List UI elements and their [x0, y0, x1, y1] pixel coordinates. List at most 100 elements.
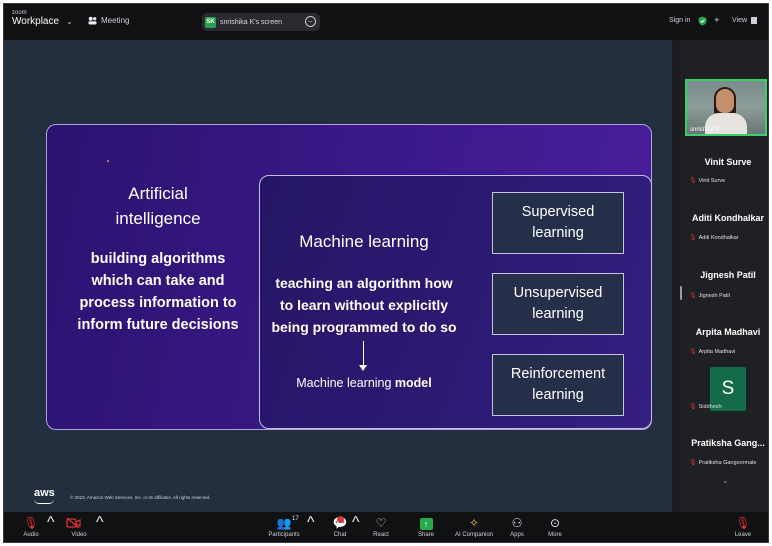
more-dots-icon: ⊙ [549, 516, 561, 530]
slide-copyright: © 2023, Amazon Web Services, Inc. or its… [70, 495, 211, 500]
ai-desc-line: which can take and [91, 273, 225, 289]
video-button[interactable]: Video [66, 514, 92, 538]
ai-title-line2: intelligence [115, 209, 201, 228]
share-label: Share [417, 532, 434, 538]
chat-button[interactable]: 💬 Chat [328, 514, 352, 538]
sparkle-icon: ✧ [468, 516, 480, 530]
ai-title-line1: Artificial [128, 184, 188, 203]
supervised-learning-box: Supervised learning [492, 192, 624, 254]
share-options-icon[interactable]: – [305, 16, 316, 27]
aws-smile-icon [34, 499, 54, 504]
mic-muted-icon: 🎙 [689, 460, 697, 466]
chat-notification-badge [337, 516, 344, 523]
participant-tag: 🎙Arpita Madhavi [689, 348, 736, 356]
participant-name[interactable]: Jignesh Patil [700, 270, 756, 280]
self-video-tile[interactable]: snrishika K [685, 79, 767, 136]
ai-desc-line: process information to [79, 295, 237, 311]
mic-muted-icon: 🎙 [23, 516, 39, 530]
sign-in-link[interactable]: Sign in [669, 17, 691, 24]
audio-label: Audio [23, 532, 39, 538]
audio-button[interactable]: 🎙 Audio [18, 514, 44, 538]
view-label: View [732, 17, 748, 24]
video-person-body [705, 113, 747, 134]
participant-tag: 🎙Jignesh Patil [689, 292, 730, 300]
scroll-down-chevron-icon[interactable]: ⌄ [722, 476, 729, 485]
panel-resize-handle[interactable] [680, 286, 682, 300]
participant-tag: 🎙Pratiksha Gangoormale [689, 459, 756, 467]
box-line: Unsupervised [513, 285, 603, 301]
leave-button[interactable]: 🎙 Leave [730, 514, 756, 538]
sharer-avatar: SK [205, 16, 216, 28]
box-line: Supervised [521, 204, 595, 220]
slide-ai-box: Artificial intelligence building algorit… [46, 124, 652, 430]
ai-description: building algorithms which can take and p… [67, 248, 249, 336]
participant-name[interactable]: Aditi Kondhalkar [691, 213, 764, 223]
ai-companion-label: AI Companion [454, 532, 494, 538]
video-options-caret-icon[interactable]: ^ [96, 514, 104, 531]
video-person-face [716, 89, 734, 113]
ai-title: Artificial intelligence [65, 181, 251, 231]
box-line: learning [532, 387, 584, 403]
participant-tag: 🎙Vinit Surve [689, 177, 726, 185]
participant-tag-text: Jignesh Patil [698, 292, 730, 299]
heart-icon: ♡ [375, 516, 387, 530]
share-button[interactable]: ↑ Share [412, 514, 440, 538]
shared-screen: Artificial intelligence building algorit… [4, 40, 672, 512]
leave-icon: 🎙 [735, 516, 751, 530]
participants-button[interactable]: 👥 Participants [266, 514, 302, 538]
slide-ml-box: Machine learning teaching an algorithm h… [259, 175, 652, 429]
leave-label: Leave [734, 532, 752, 538]
react-button[interactable]: ♡ React [368, 514, 394, 538]
top-bar: zoom Workplace ⌄ Meeting SK snrishika K'… [4, 4, 768, 40]
meeting-icon [88, 16, 97, 25]
zoom-workplace-logo[interactable]: zoom Workplace [12, 10, 59, 27]
self-video-label: snrishika K [690, 127, 720, 133]
meeting-menu[interactable]: Meeting [88, 16, 129, 25]
more-label: More [548, 532, 562, 538]
mic-muted-icon: 🎙 [689, 178, 697, 184]
ai-companion-button[interactable]: ✧ AI Companion [452, 514, 496, 538]
screen-share-indicator[interactable]: SK snrishika K's screen – [202, 13, 320, 31]
share-arrow-icon: ↑ [412, 514, 440, 532]
participant-tag-text: Arpita Madhavi [698, 348, 736, 355]
view-grid-icon [751, 17, 758, 24]
zoom-window: zoom Workplace ⌄ Meeting SK snrishika K'… [3, 3, 769, 543]
shield-check-icon[interactable] [698, 16, 707, 26]
participant-name[interactable]: Arpita Madhavi [695, 327, 761, 337]
participant-tag-text: Siddhesh [698, 403, 722, 410]
box-line: learning [532, 306, 584, 322]
chat-label: Chat [333, 532, 347, 538]
unsupervised-learning-box: Unsupervised learning [492, 273, 624, 335]
participant-tag: 🎙Siddhesh [689, 403, 722, 411]
mic-muted-icon: 🎙 [689, 404, 697, 410]
more-button[interactable]: ⊙ More [542, 514, 568, 538]
mic-muted-icon: 🎙 [689, 349, 697, 355]
participant-tag-text: Aditi Kondhalkar [698, 234, 739, 241]
chevron-down-icon[interactable]: ⌄ [66, 17, 73, 26]
apps-button[interactable]: ⚇ Apps [504, 514, 530, 538]
chat-options-caret-icon[interactable]: ^ [352, 514, 360, 531]
audio-options-caret-icon[interactable]: ^ [47, 514, 55, 531]
ml-desc-line: teaching an algorithm how [275, 275, 453, 291]
participant-name[interactable]: Vinit Surve [704, 157, 752, 167]
ml-model-bold: model [394, 376, 432, 390]
participants-options-caret-icon[interactable]: ^ [307, 514, 315, 531]
view-menu[interactable]: View [732, 17, 758, 24]
box-line: learning [532, 225, 584, 241]
participant-avatar[interactable]: S [710, 367, 746, 411]
camera-off-icon [66, 517, 81, 529]
ml-title: Machine learning [299, 232, 429, 251]
participants-label: Participants [268, 532, 300, 538]
ml-model-prefix: Machine learning [296, 376, 395, 390]
reinforcement-learning-box: Reinforcement learning [492, 354, 624, 416]
participant-tag-text: Vinit Surve [698, 177, 726, 184]
react-label: React [373, 532, 389, 538]
down-arrow-line [363, 341, 364, 369]
brand-workplace: Workplace [12, 16, 60, 27]
ml-desc-line: being programmed to do so [271, 319, 457, 335]
participant-name[interactable]: Pratiksha Gang... [691, 438, 765, 448]
box-line: Reinforcement [510, 366, 606, 382]
mic-muted-icon: 🎙 [689, 235, 697, 241]
down-arrow-icon [359, 365, 367, 371]
ai-sparkle-icon[interactable]: ✦ [713, 15, 721, 25]
